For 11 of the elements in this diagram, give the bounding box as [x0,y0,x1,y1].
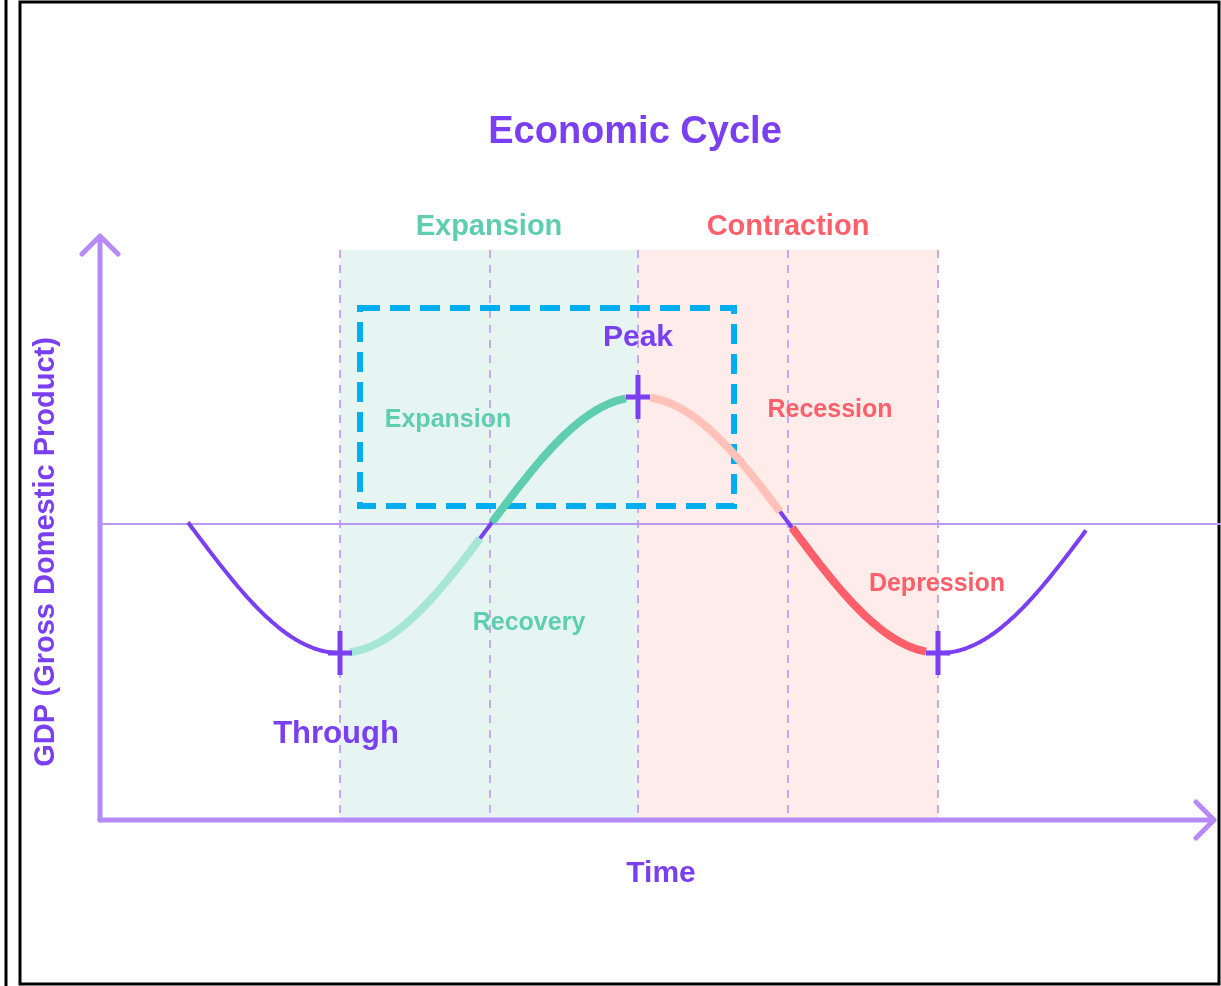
axis-label: Time [626,855,696,889]
chart-title: Economic Cycle [488,108,782,152]
stage-label: Depression [868,567,1006,597]
phase-heading: Expansion [415,208,563,242]
point-label: Peak [602,319,674,353]
stage-label: Recovery [472,606,586,636]
stage-label: Recession [767,393,893,423]
axis-label: GDP (Gross Domestic Product) [27,337,61,767]
stage-label: Expansion [384,403,512,433]
point-label: Through [273,715,399,751]
phase-heading: Contraction [706,208,870,242]
